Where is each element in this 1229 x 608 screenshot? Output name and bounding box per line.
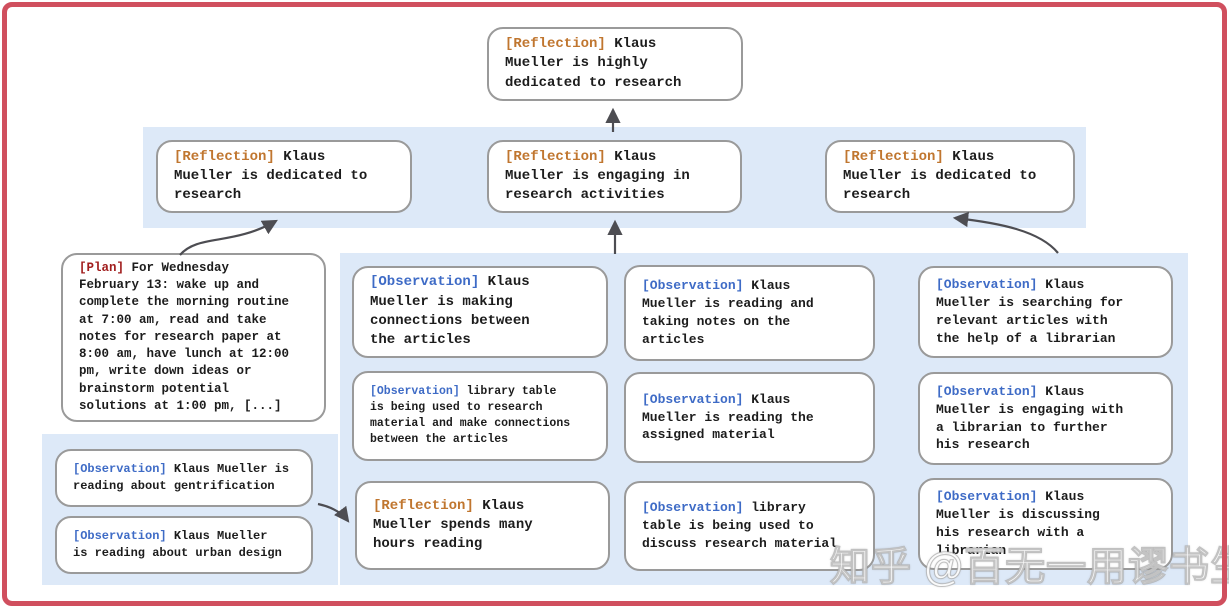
observation-tag: [Observation] <box>936 383 1038 399</box>
reflection-tag: [Reflection] <box>505 148 606 165</box>
node-body: Klaus Mueller is engaging in research ac… <box>505 148 690 204</box>
node-body: Klaus Mueller is discussing his research… <box>936 489 1100 558</box>
node-row2-mid-reflection: [Reflection] Klaus Mueller is engaging i… <box>487 140 742 213</box>
node-body: Klaus Mueller is engaging with a librari… <box>936 383 1124 453</box>
node-body: Klaus Mueller spends many hours reading <box>373 497 533 553</box>
observation-tag: [Observation] <box>642 278 744 294</box>
node-body: Klaus Mueller is reading and taking note… <box>642 278 814 347</box>
node-body: Klaus Mueller is making connections betw… <box>370 274 530 349</box>
node-obs-connections: [Observation] Klaus Mueller is making co… <box>352 266 608 358</box>
observation-tag: [Observation] <box>936 277 1038 293</box>
node-body: Klaus Mueller is reading about urban des… <box>73 529 282 560</box>
node-obs-searching-articles: [Observation] Klaus Mueller is searching… <box>918 266 1173 358</box>
node-obs-taking-notes: [Observation] Klaus Mueller is reading a… <box>624 265 875 361</box>
node-body: library table is being used to discuss r… <box>642 500 838 551</box>
plan-tag: [Plan] <box>79 260 125 275</box>
observation-tag: [Observation] <box>370 385 460 399</box>
observation-tag: [Observation] <box>73 529 167 544</box>
reflection-tag: [Reflection] <box>843 148 944 165</box>
node-top-reflection: [Reflection] Klaus Mueller is highly ded… <box>487 27 743 101</box>
node-body: Klaus Mueller is dedicated to research <box>843 148 1037 204</box>
node-obs-library-discuss: [Observation] library table is being use… <box>624 481 875 571</box>
node-body: Klaus Mueller is highly dedicated to res… <box>505 36 682 91</box>
node-body: Klaus Mueller is dedicated to research <box>174 148 368 204</box>
observation-tag: [Observation] <box>642 500 744 516</box>
node-body: Klaus Mueller is reading the assigned ma… <box>642 391 814 443</box>
node-obs-engaging-librarian: [Observation] Klaus Mueller is engaging … <box>918 372 1173 465</box>
node-body: Klaus Mueller is reading about gentrific… <box>73 462 290 493</box>
reflection-tag: [Reflection] <box>174 148 275 165</box>
node-obs-gentrification: [Observation] Klaus Mueller is reading a… <box>55 449 313 507</box>
observation-tag: [Observation] <box>642 391 744 407</box>
zhihu-watermark: 知乎 @百无一用谬书生 <box>829 545 1229 590</box>
observation-tag: [Observation] <box>370 274 480 291</box>
reflection-tag: [Reflection] <box>373 497 474 514</box>
observation-tag: [Observation] <box>936 489 1038 505</box>
reflection-tag: [Reflection] <box>505 36 606 53</box>
node-obs-assigned-material: [Observation] Klaus Mueller is reading t… <box>624 372 875 463</box>
node-obs-library-research: [Observation] library table is being use… <box>352 371 608 461</box>
node-body: For Wednesday February 13: wake up and c… <box>79 260 290 413</box>
node-body: library table is being used to research … <box>370 385 571 446</box>
node-refl-hours-reading: [Reflection] Klaus Mueller spends many h… <box>355 481 610 570</box>
node-obs-discussing-librarian: [Observation] Klaus Mueller is discussin… <box>918 478 1173 570</box>
node-body: Klaus Mueller is searching for relevant … <box>936 277 1124 346</box>
node-plan: [Plan] For Wednesday February 13: wake u… <box>61 253 326 422</box>
node-obs-urban-design: [Observation] Klaus Mueller is reading a… <box>55 516 313 574</box>
node-row2-left-reflection: [Reflection] Klaus Mueller is dedicated … <box>156 140 412 213</box>
observation-tag: [Observation] <box>73 462 167 477</box>
node-row2-right-reflection: [Reflection] Klaus Mueller is dedicated … <box>825 140 1075 213</box>
